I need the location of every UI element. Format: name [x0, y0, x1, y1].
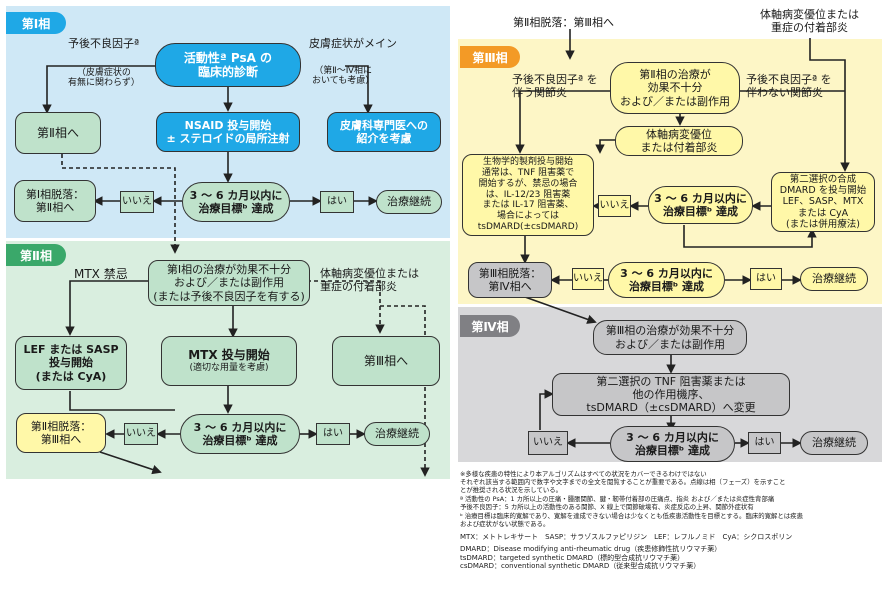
mtx-start-label: MTX 投与開始 [188, 348, 270, 363]
poor-without-label: 予後不良因子ª を 伴わない関節炎 [746, 73, 832, 99]
poor-with-label: 予後不良因子ª を 伴う関節炎 [512, 73, 598, 99]
phase2-target-box: 3 ～ 6 カ月以内に 治療目標ᵇ 達成 [180, 414, 300, 454]
axial-top-label: 体軸病変優位または 重症の付着部炎 [760, 8, 859, 34]
phase4-switch-box: 第二選択の TNF 阻害薬または 他の作用機序、 tsDMARD（±csDMAR… [552, 373, 790, 416]
phase3-target-mid-box: 3 ～ 6 カ月以内に 治療目標ᵇ 達成 [648, 186, 753, 224]
phase1-tag: 第Ⅰ相 [6, 12, 66, 34]
phase1-fail-box: 第Ⅰ相脱落： 第Ⅱ相へ [14, 180, 96, 222]
footnote-general: ※多様な疾患の特性により本アルゴリズムはすべての状況をカバーできるわけではない … [460, 470, 786, 494]
with-skin-note: （皮膚症状の 有無に関わらず） [68, 68, 140, 89]
phase1-no-box: いいえ [120, 191, 154, 213]
mtx-dose-note: (適切な用量を考慮) [189, 362, 269, 373]
phase4-failure-box: 第Ⅲ相の治療が効果不十分 および／または副作用 [593, 320, 747, 355]
phase2-fail-box: 第Ⅱ相脱落： 第Ⅲ相へ [16, 413, 106, 453]
phase3-target-box: 3 ～ 6 カ月以内に 治療目標ᵇ 達成 [608, 262, 725, 298]
derm-referral-box: 皮膚科専門医への 紹介を考慮 [327, 112, 441, 152]
second-csdmard-box: 第二選択の合成 DMARD を投与開始 LEF、SASP、MTX または CyA… [771, 172, 875, 232]
skin-main-label: 皮膚症状がメイン [309, 37, 397, 50]
phase3-no-mid-box: いいえ [598, 195, 631, 217]
phase4-no-box: いいえ [528, 431, 568, 455]
phase3-no-box: いいえ [572, 268, 604, 290]
lef-sasp-box: LEF または SASP 投与開始 (または CyA) [15, 336, 127, 390]
phase4-yes-box: はい [748, 432, 781, 454]
skin-main-note: （第Ⅱ～Ⅳ相に おいても考慮） [312, 66, 375, 87]
phase1-target-box: 3 ～ 6 カ月以内に 治療目標ᵇ 達成 [182, 182, 290, 222]
phase4-target-box: 3 ～ 6 カ月以内に 治療目標ᵇ 達成 [610, 426, 735, 462]
to-phase3-box: 第Ⅲ相へ [332, 336, 440, 386]
phase2-continue-box: 治療継続 [364, 422, 430, 446]
diagnosis-box: 活動性ª PsA の 臨床的診断 [155, 43, 301, 87]
abbreviation-line-3: tsDMARD：targeted synthetic DMARD（標的型合成抗リ… [460, 553, 685, 562]
phase3-yes-box: はい [750, 268, 782, 290]
phase2-failure-box: 第Ⅰ相の治療が効果不十分 および／または副作用 (または予後不良因子を有する) [148, 260, 310, 306]
from-phase2-label: 第Ⅱ相脱落：第Ⅲ相へ [513, 16, 614, 29]
phase1-continue-box: 治療継続 [376, 190, 442, 214]
phase2-tag: 第Ⅱ相 [6, 244, 66, 266]
poor-prognosis-label: 予後不良因子ª [68, 37, 140, 50]
mtx-contra-label: MTX 禁忌 [74, 267, 128, 281]
biologic-box: 生物学的製剤投与開始 通常は、TNF 阻害薬で 開始するが、禁忌の場合 は、IL… [462, 154, 594, 236]
nsaid-box: NSAID 投与開始 ± ステロイドの局所注射 [156, 112, 300, 152]
abbreviation-line-1: MTX：メトトレキサート SASP：サラゾスルファピリジン LEF：レフルノミド… [460, 533, 793, 541]
phase1-yes-box: はい [320, 191, 354, 213]
phase4-continue-box: 治療継続 [800, 431, 868, 455]
to-phase2-box: 第Ⅱ相へ [15, 112, 101, 154]
axial-enth-label: 体軸病変優位または 重症の付着部炎 [320, 267, 419, 293]
phase2-no-box: いいえ [124, 423, 158, 445]
phase3-tag: 第Ⅲ相 [460, 46, 520, 68]
footnote-b: ᵇ 治療目標は臨床的寛解であり、寛解を達成できない場合は少なくとも低疾患活動性を… [460, 512, 803, 528]
footnotes: ※多様な疾患の特性により本アルゴリズムはすべての状況をカバーできるわけではない … [460, 470, 882, 571]
abbreviation-line-2: DMARD：Disease modifying anti-rheumatic d… [460, 544, 722, 553]
abbreviation-line-4: csDMARD：conventional synthetic DMARD（従来型… [460, 562, 701, 571]
footnote-a: ª 活動性の PsA：1 カ所以上の圧痛・腫脹関節、腱・靭帯付着部の圧痛点、指炎… [460, 495, 775, 511]
mtx-start-box: MTX 投与開始 (適切な用量を考慮) [161, 336, 297, 386]
phase3-fail-box: 第Ⅲ相脱落： 第Ⅳ相へ [468, 262, 552, 298]
phase3-continue-box: 治療継続 [800, 267, 868, 291]
phase4-tag: 第Ⅳ相 [460, 315, 520, 337]
phase2-yes-box: はい [316, 423, 350, 445]
axial-mid-box: 体軸病変優位 または付着部炎 [615, 126, 743, 156]
phase3-failure-box: 第Ⅱ相の治療が 効果不十分 および／または副作用 [610, 62, 740, 114]
